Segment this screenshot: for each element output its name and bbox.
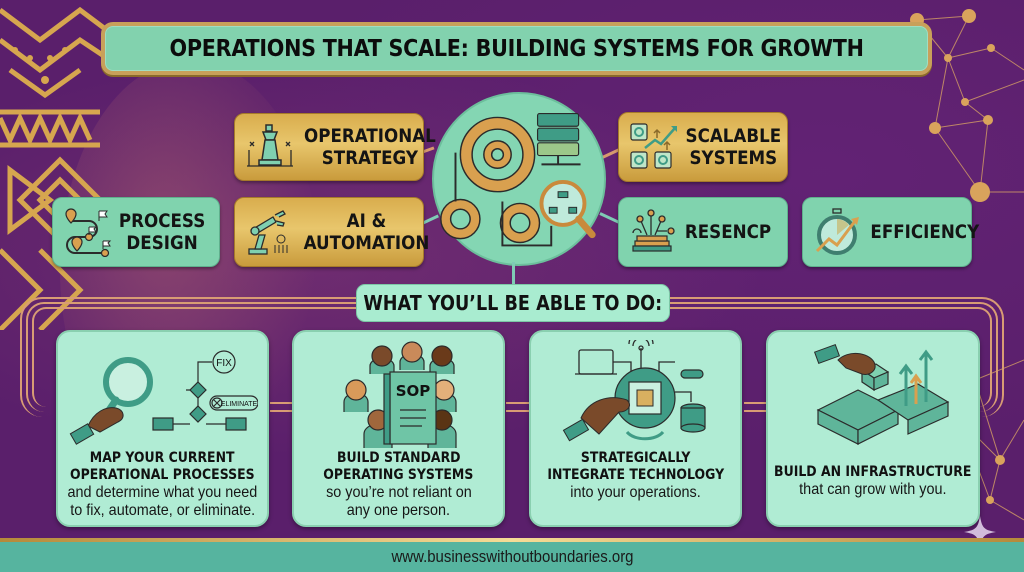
topic-label: EFFICIENCY <box>870 221 980 243</box>
tribal-pattern-decoration <box>0 6 120 330</box>
outcome-card-integrate-technology: STRATEGICALLY INTEGRATE TECHNOLOGY into … <box>529 330 742 527</box>
section-header: WHAT YOU’LL BE ABLE TO DO: <box>356 284 670 322</box>
page-title-banner: OPERATIONS THAT SCALE: BUILDING SYSTEMS … <box>101 22 932 75</box>
outcome-heading: BUILD AN INFRASTRUCTURE <box>774 464 972 480</box>
outcome-heading: STRATEGICALLY <box>580 450 691 466</box>
process-map-magnifier-icon: FIX ELIMINATE <box>69 350 258 445</box>
topic-resencp: RESENCP <box>618 197 788 267</box>
outcome-card-map-processes: FIX ELIMINATE MAP YOUR CURRENT OPERATION… <box>56 330 269 527</box>
outcome-heading: OPERATING SYSTEMS <box>323 467 474 483</box>
outcome-card-infrastructure: BUILD AN INFRASTRUCTURE that can grow wi… <box>766 330 980 527</box>
sparkle-icon <box>964 516 996 548</box>
outcome-heading: INTEGRATE TECHNOLOGY <box>547 467 724 483</box>
footer-bar: www.businesswithoutboundaries.org <box>0 542 1024 572</box>
outcome-description: into your operations. <box>570 484 701 501</box>
copper-link <box>744 402 766 412</box>
outcome-card-standard-systems: SOP BUILD STANDARD OPERATING SYSTEMS so … <box>292 330 505 527</box>
building-blocks-growth-icon <box>813 343 950 445</box>
outcome-heading: OPERATIONAL PROCESSES <box>70 467 255 483</box>
outcome-description: and determine what you need <box>67 484 258 501</box>
outcome-description: any one person. <box>346 502 451 519</box>
route-map-icon <box>65 208 112 257</box>
outcome-heading: MAP YOUR CURRENT <box>90 450 235 466</box>
hub-circle <box>432 92 606 266</box>
topic-label: AI &AUTOMATION <box>303 210 430 254</box>
sop-team-icon: SOP <box>342 341 457 448</box>
copper-link <box>506 402 530 412</box>
sop-label: SOP <box>395 382 430 400</box>
resource-stack-icon <box>632 209 675 252</box>
scaling-gears-icon <box>630 123 677 169</box>
topic-efficiency: EFFICIENCY <box>802 197 979 267</box>
outcome-description: so you’re not reliant on <box>325 484 472 501</box>
outcome-heading: BUILD STANDARD <box>336 450 461 466</box>
copper-link <box>270 402 292 412</box>
footer-url[interactable]: www.businesswithoutboundaries.org <box>391 547 633 566</box>
topic-label: RESENCP <box>684 221 772 243</box>
robot-arm-icon <box>248 210 288 255</box>
connector-line <box>512 262 515 286</box>
page-title: OPERATIONS THAT SCALE: BUILDING SYSTEMS … <box>169 35 864 62</box>
gears-server-magnifier-icon <box>440 112 596 247</box>
fix-label: FIX <box>216 358 232 369</box>
outcome-description: to fix, automate, or eliminate. <box>70 502 255 519</box>
tech-integration-chip-icon <box>562 340 706 442</box>
topic-ai-automation: AI &AUTOMATION <box>234 197 429 267</box>
chess-king-icon <box>247 124 293 167</box>
footer-divider <box>0 538 1024 542</box>
section-header-text: WHAT YOU’LL BE ABLE TO DO: <box>363 291 663 315</box>
eliminate-label: ELIMINATE <box>220 401 257 408</box>
stopwatch-growth-icon <box>815 208 859 255</box>
outcome-description: that can grow with you. <box>799 481 947 498</box>
